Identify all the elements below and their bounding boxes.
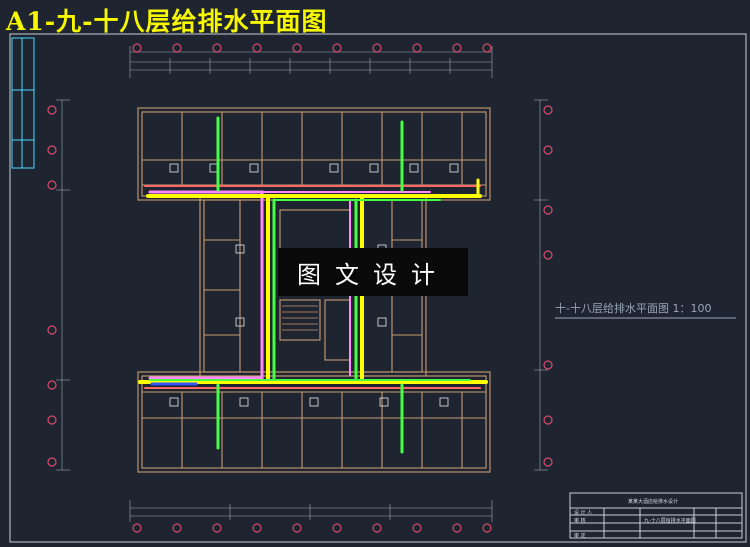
side-dimensions — [56, 99, 548, 471]
building-walls — [137, 107, 491, 473]
vent-pipe — [148, 190, 264, 380]
bathroom-fixtures — [169, 163, 459, 407]
bottom-dimensions — [129, 500, 493, 522]
title-block-row2: 审 核 — [574, 518, 586, 524]
title-block-project: 某某大酒店给排水设计 — [628, 499, 679, 505]
binding-strip — [11, 37, 35, 169]
title-block-row1: 设 计 人 — [574, 510, 593, 516]
title-block-drawing-name: 九-十八层给排水平面图 — [644, 518, 696, 524]
title-block — [569, 492, 743, 539]
top-dimensions — [129, 46, 493, 78]
sheet-outer-frame — [9, 33, 747, 543]
title-block-row3: 审 定 — [574, 533, 586, 539]
stair-hatch — [282, 305, 318, 331]
axis-bubbles — [47, 43, 553, 533]
plan-scale-label: 十-十八层给排水平面图 1：100 — [555, 302, 712, 315]
drawing-title: A1-九-十八层给排水平面图 — [6, 7, 328, 36]
watermark-banner: 图文设计 — [278, 248, 468, 296]
